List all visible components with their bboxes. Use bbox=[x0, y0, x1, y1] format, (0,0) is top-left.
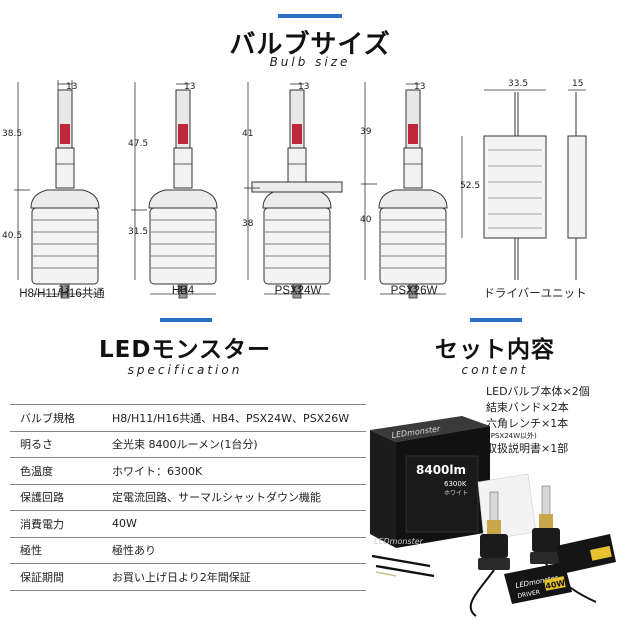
table-row: 保証期間お買い上げ日より2年間保証 bbox=[10, 564, 366, 590]
psx24w-bottom-width: 33 bbox=[290, 285, 301, 295]
spec-title: LEDモンスター bbox=[99, 337, 271, 363]
bulb-dimension-drawings: 13 38.5 40.5 33 13 47.5 31.5 33 13 41 38… bbox=[2, 79, 587, 299]
product-package-illustration: LEDmonster 8400lm 6300K ホワイト LEDmonster … bbox=[370, 416, 616, 617]
driver-width-side: 15 bbox=[572, 79, 583, 89]
bulb-size-accent-bar bbox=[278, 14, 342, 18]
driver-unit-1: LEDmonster DRIVER 40W bbox=[504, 562, 572, 604]
table-row: 保護回路定電流回路、サーマルシャットダウン機能 bbox=[10, 484, 366, 511]
led-bulb-1 bbox=[478, 491, 510, 570]
spec-subtitle: specification bbox=[127, 363, 243, 377]
h8-bottom-width: 33 bbox=[58, 285, 69, 295]
h8-caption: H8/H11/H16共通 bbox=[19, 288, 105, 300]
bulb-size-subtitle: Bulb size bbox=[269, 55, 351, 69]
set-accent-bar bbox=[470, 318, 522, 322]
psx24w-top-width: 13 bbox=[298, 82, 309, 92]
table-row: 色温度ホワイト：6300K bbox=[10, 458, 366, 484]
psx24w-caption: PSX24W bbox=[274, 285, 322, 297]
psx26w-caption: PSX26W bbox=[390, 285, 438, 297]
driver-height: 52.5 bbox=[460, 181, 480, 191]
table-row: 明るさ全光束 8400ルーメン(1台分) bbox=[10, 431, 366, 458]
list-item: 結束バンド×2本 bbox=[486, 401, 569, 414]
psx26w-top-width: 13 bbox=[414, 82, 425, 92]
set-title: セット内容 bbox=[435, 337, 555, 363]
box-side-brand: LEDmonster bbox=[374, 537, 424, 546]
box-kelvin-label: ホワイト bbox=[444, 490, 468, 497]
list-item-note: (PSX24W以外) bbox=[488, 432, 537, 440]
h8-lower-height: 40.5 bbox=[2, 231, 22, 241]
driver-unit-2 bbox=[556, 534, 616, 574]
list-item: LEDバルブ本体×2個 bbox=[486, 385, 590, 398]
h8-upper-height: 38.5 bbox=[2, 129, 22, 139]
hb4-bottom-width: 33 bbox=[176, 285, 187, 295]
hb4-top-width: 13 bbox=[184, 82, 195, 92]
list-item: 取扱説明書×1部 bbox=[486, 442, 569, 455]
h8-top-width: 13 bbox=[66, 82, 77, 92]
table-row: 極性極性あり bbox=[10, 537, 366, 564]
spec-accent-bar bbox=[160, 318, 212, 322]
psx26w-bottom-width: 33 bbox=[406, 285, 417, 295]
led-bulb-2 bbox=[530, 485, 562, 564]
set-contents-list: LEDバルブ本体×2個 結束バンド×2本 六角レンチ×1本 (PSX24W以外)… bbox=[486, 384, 590, 457]
hb4-bulb-drawing: 13 47.5 31.5 33 bbox=[128, 82, 218, 299]
psx24w-lower-height: 38 bbox=[242, 219, 254, 229]
driver-caption: ドライバーユニット bbox=[483, 288, 587, 300]
psx26w-upper-height: 39 bbox=[360, 127, 372, 137]
driver-watt: 40W bbox=[545, 578, 566, 591]
psx24w-upper-height: 41 bbox=[242, 129, 253, 139]
driver-width-front: 33.5 bbox=[508, 79, 528, 89]
bulb-size-title: バルブサイズ bbox=[229, 30, 391, 60]
psx26w-bulb-drawing: 13 39 40 33 bbox=[360, 82, 448, 299]
box-kelvin: 6300K bbox=[444, 480, 467, 488]
box-lumen: 8400lm bbox=[416, 463, 466, 477]
hb4-caption: HB4 bbox=[171, 285, 195, 297]
driver-unit-drawing: 33.5 15 52.5 bbox=[460, 79, 587, 280]
hb4-lower-height: 31.5 bbox=[128, 227, 148, 237]
psx24w-bulb-drawing: 13 41 38 33 bbox=[242, 82, 343, 299]
driver-label: DRIVER bbox=[517, 589, 541, 600]
list-item: 六角レンチ×1本 bbox=[486, 417, 569, 430]
set-subtitle: content bbox=[461, 363, 529, 377]
hb4-upper-height: 47.5 bbox=[128, 139, 148, 149]
h8-bulb-drawing: 13 38.5 40.5 33 bbox=[2, 80, 100, 299]
psx26w-lower-height: 40 bbox=[360, 215, 372, 225]
